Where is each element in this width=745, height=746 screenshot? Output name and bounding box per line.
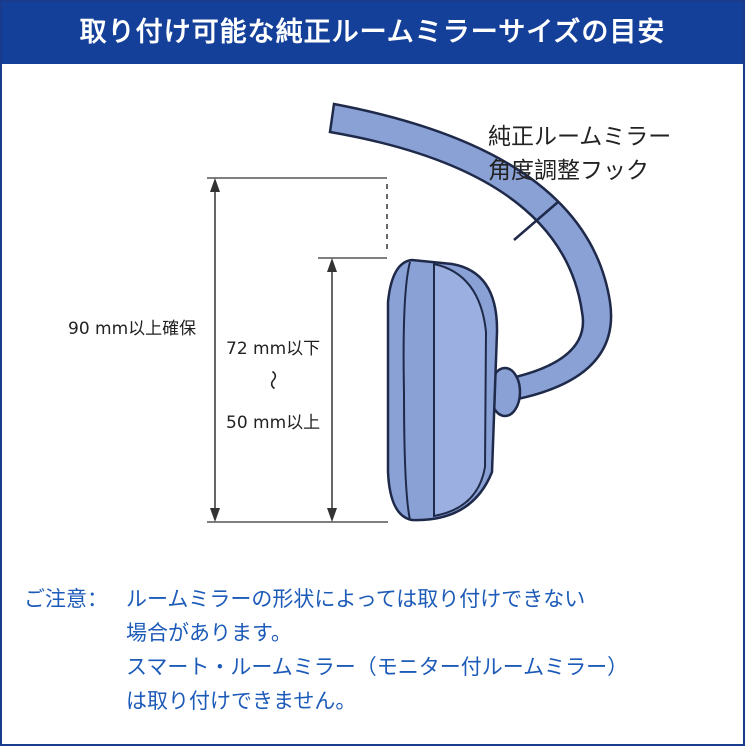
caution-line-2: 場合があります。	[126, 621, 292, 645]
inner-range-symbol: 〜	[261, 370, 285, 390]
outer-dimension-label: 90 mm以上確保	[68, 319, 196, 339]
inner-arrow-bottom	[327, 508, 337, 522]
caution-line-1: ルームミラーの形状によっては取り付けできない	[126, 587, 586, 611]
inner-max-label: 72 mm以下	[226, 339, 320, 359]
mirror-face	[433, 262, 488, 518]
outer-arrow-bottom	[210, 508, 220, 522]
inner-arrow-top	[327, 258, 337, 272]
caution-line-4: は取り付けできません。	[126, 689, 357, 713]
caution-heading: ご注意：	[24, 587, 108, 611]
page-title: 取り付け可能な純正ルームミラーサイズの目安	[2, 2, 743, 64]
hook-label-line2: 角度調整フック	[488, 158, 649, 184]
outer-arrow-top	[210, 178, 220, 192]
mirror-edge	[402, 261, 411, 521]
hook-leader-line	[513, 201, 559, 241]
caution-note: ご注意： ルームミラーの形状によっては取り付けできない 場合があります。 スマー…	[24, 582, 628, 718]
hook-label-line1: 純正ルームミラー	[488, 124, 671, 150]
caution-line-3: スマート・ルームミラー（モニター付ルームミラー）	[126, 655, 629, 679]
inner-min-label: 50 mm以上	[226, 413, 320, 433]
mirror-size-diagram: 純正ルームミラー 角度調整フック 90 mm以上確保 72 mm以下 〜 50 …	[68, 102, 671, 523]
